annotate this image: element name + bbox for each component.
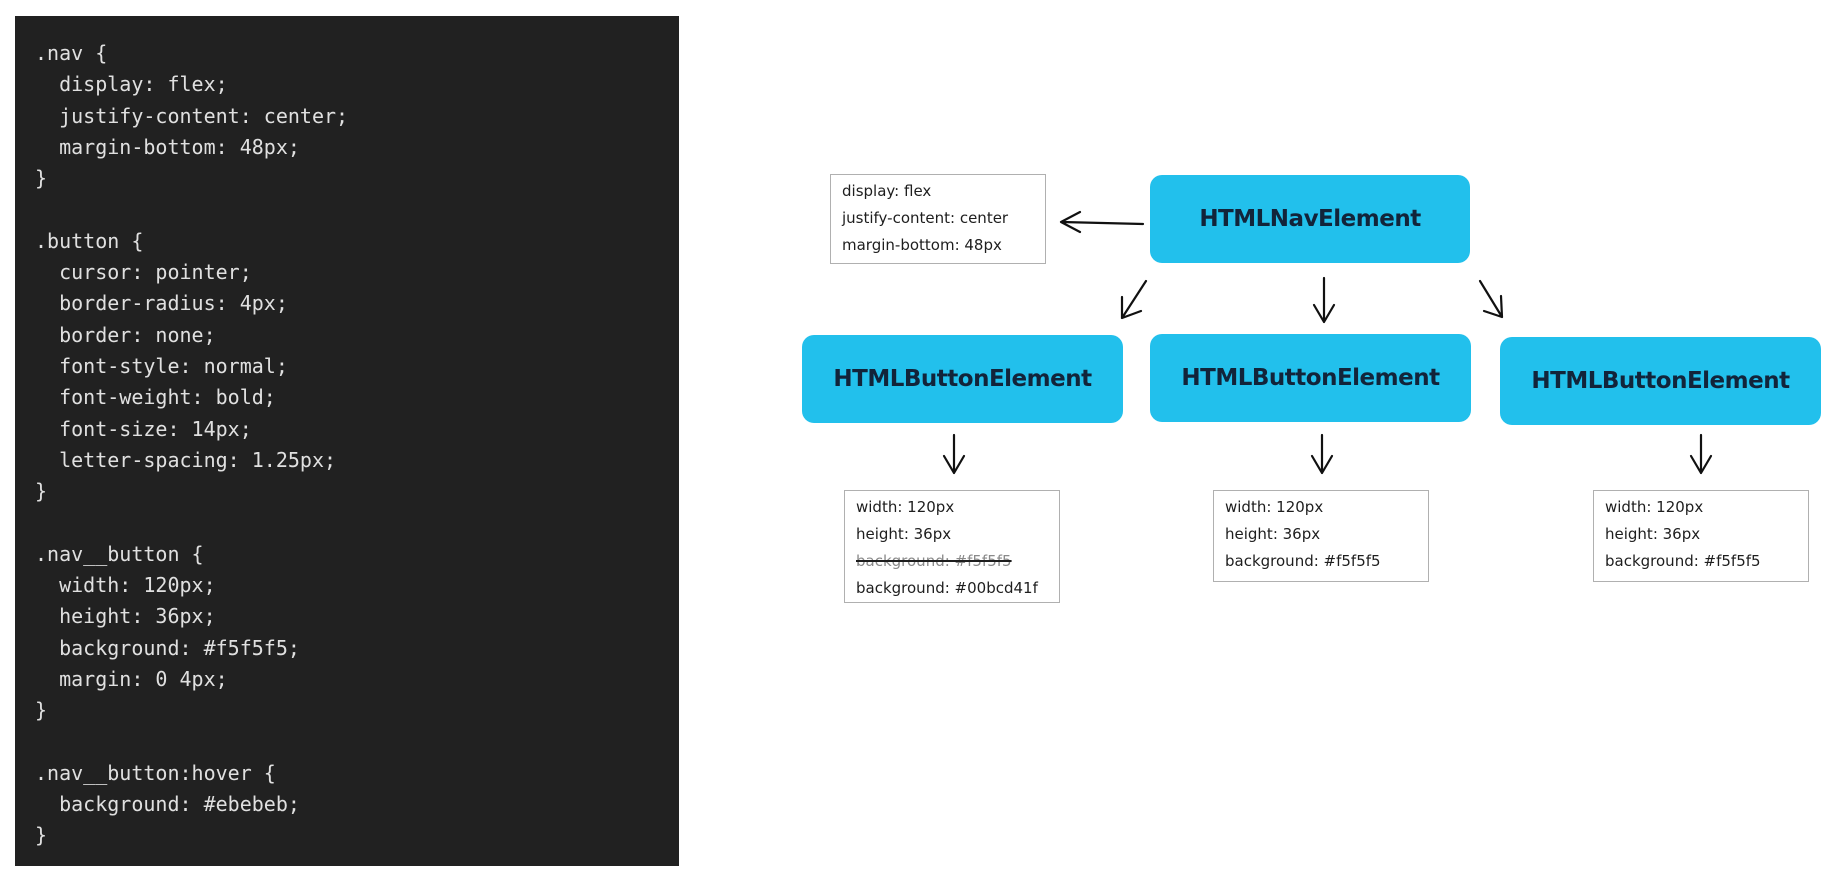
prop-line: display: flex [842,182,932,200]
code-line: } [35,823,48,848]
code-line: background: #f5f5f5; [35,635,300,660]
code-line: } [35,166,48,191]
arrow-nav-to-button-3 [1478,279,1504,319]
struck-prop-line: background: #f5f5f5 [856,552,1012,570]
nav-props-box: display: flex justify-content: center ma… [830,174,1046,264]
code-line: margin: 0 4px; [35,666,228,691]
arrow-button-3-to-props [1689,433,1713,475]
button-2-props-box: width: 120px height: 36px background: #f… [1213,490,1429,582]
prop-line: width: 120px [856,498,955,516]
prop-line: width: 120px [1225,498,1324,516]
css-code-panel: .nav { display: flex; justify-content: c… [15,16,679,866]
prop-line: justify-content: center [842,209,1009,227]
button-1-props-box: width: 120px height: 36px background: #f… [844,490,1060,603]
code-line: .nav__button { [35,541,204,566]
arrow-button-1-to-props [942,433,966,475]
code-line: cursor: pointer; [35,260,252,285]
arrow-button-2-to-props [1310,433,1334,475]
code-line: .button { [35,228,144,253]
nav-element-node: HTMLNavElement [1150,175,1470,263]
code-line: .nav { [35,41,108,65]
prop-line: background: #00bcd41f [856,579,1038,597]
button-element-node-2: HTMLButtonElement [1150,334,1471,422]
code-line: justify-content: center; [35,103,349,128]
code-line: font-style: normal; [35,353,288,378]
button-3-props-box: width: 120px height: 36px background: #f… [1593,490,1809,582]
code-line: margin-bottom: 48px; [35,134,300,159]
prop-line: margin-bottom: 48px [842,236,1002,254]
code-line: letter-spacing: 1.25px; [35,447,337,472]
code-line: border: none; [35,322,216,347]
button-element-node-3: HTMLButtonElement [1500,337,1821,425]
code-line: width: 120px; [35,573,216,598]
code-line: font-size: 14px; [35,416,252,441]
prop-line: height: 36px [856,525,952,543]
code-line: } [35,479,48,504]
code-line: border-radius: 4px; [35,291,288,316]
arrow-nav-to-button-2 [1312,276,1336,324]
prop-line: height: 36px [1605,525,1701,543]
prop-line: height: 36px [1225,525,1321,543]
arrow-nav-to-button-1 [1120,279,1148,320]
arrow-nav-to-props [1059,210,1145,234]
prop-line: background: #f5f5f5 [1225,552,1381,570]
code-line: height: 36px; [35,604,216,629]
button-element-node-1: HTMLButtonElement [802,335,1123,423]
code-line: .nav__button:hover { [35,760,276,785]
prop-line: background: #f5f5f5 [1605,552,1761,570]
code-line: background: #ebebeb; [35,792,300,817]
code-line: display: flex; [35,72,228,97]
code-line: } [35,698,48,723]
prop-line: width: 120px [1605,498,1704,516]
code-line: font-weight: bold; [35,385,276,410]
